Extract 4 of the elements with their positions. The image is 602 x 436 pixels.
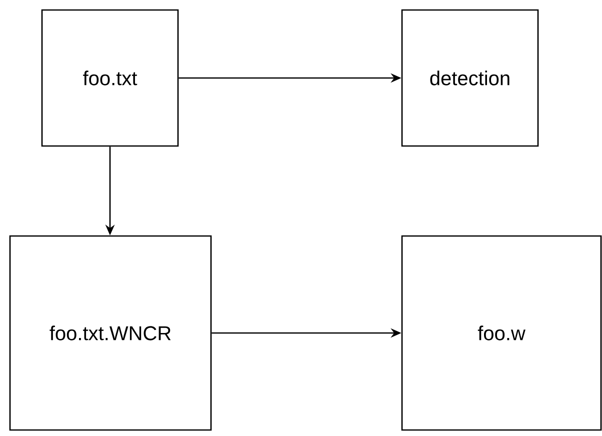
process-box: foo.txt.WNCR xyxy=(9,235,212,431)
process-box: foo.txt xyxy=(41,9,179,147)
process-box: detection xyxy=(401,9,539,147)
process-box: foo.w xyxy=(401,235,602,431)
